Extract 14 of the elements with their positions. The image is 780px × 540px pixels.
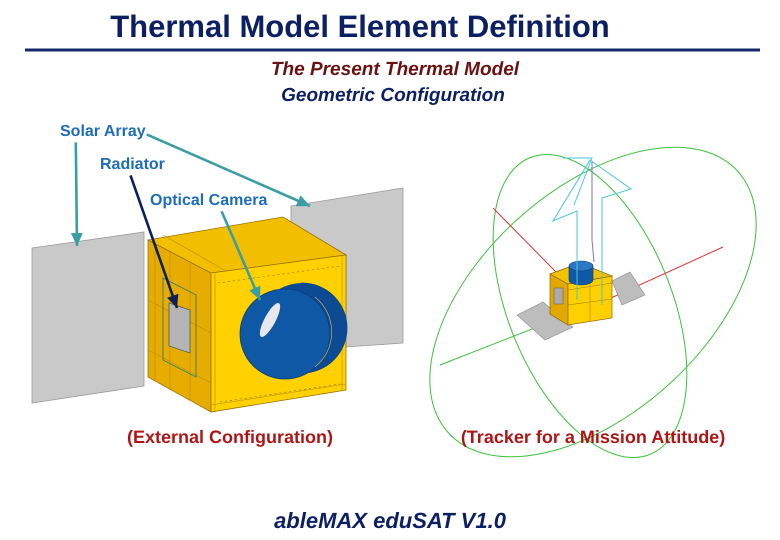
leader-arrow: [70, 142, 83, 246]
leader-arrow: [146, 133, 311, 208]
part-label: Radiator: [100, 156, 165, 174]
title: Thermal Model Element Definition: [110, 9, 610, 45]
caption: ableMAX eduSAT V1.0: [274, 508, 506, 534]
subtitle: The Present Thermal Model: [270, 59, 520, 81]
subtitle: Geometric Configuration: [281, 85, 505, 107]
figure-caption: (External Configuration): [127, 427, 333, 448]
part-label: Optical Camera: [150, 192, 268, 210]
camera-cylinder: [240, 282, 348, 380]
leader-arrow: [129, 174, 178, 308]
solar-panel: [32, 232, 144, 404]
part-label: Solar Array: [60, 123, 146, 142]
solar-panel: [290, 188, 404, 348]
